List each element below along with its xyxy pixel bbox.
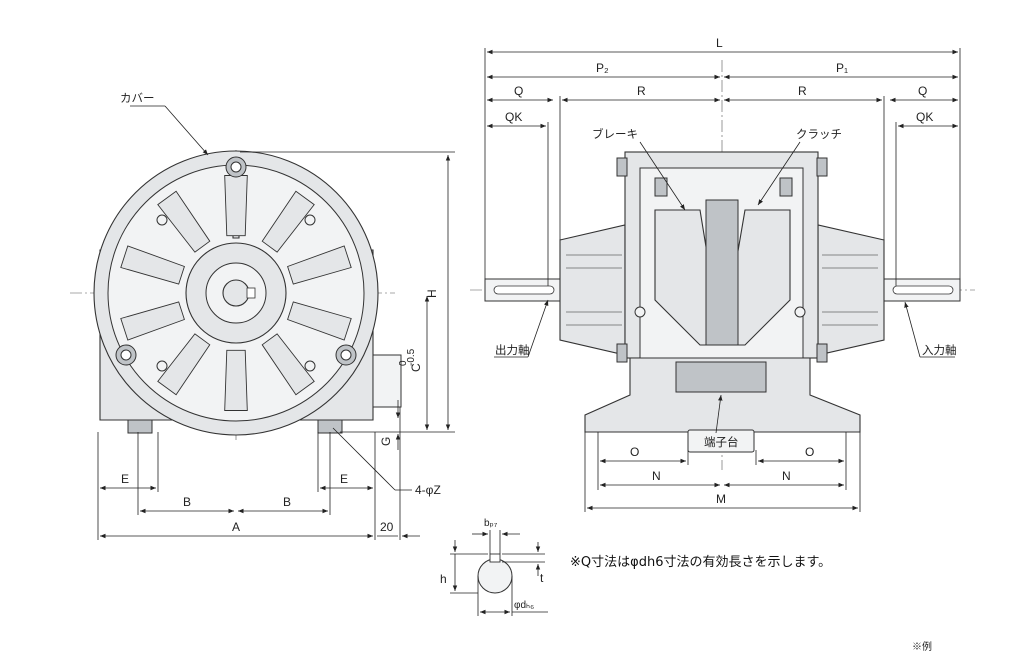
dim-N-right: N: [782, 469, 791, 483]
dim-B-right: B: [283, 495, 291, 509]
dim-M: M: [716, 492, 726, 506]
dim-P2: P₂: [596, 61, 609, 75]
dim-C-tol-upper: 0: [398, 360, 409, 366]
terminal-block-label: 端子台: [704, 435, 739, 449]
cover-label: カバー: [120, 91, 155, 105]
dim-R-right: R: [798, 84, 807, 98]
cover-fin: [287, 245, 352, 285]
dim-A: A: [232, 520, 240, 534]
shaft-key-detail: bₚ₇ h t φdₕ₆: [440, 518, 548, 616]
output-shaft-label: 出力軸: [495, 343, 530, 357]
dim-QK-right: QK: [916, 110, 933, 124]
dim-Q-right: Q: [918, 84, 927, 98]
dim-G: G: [379, 437, 393, 446]
dim-E-right: E: [340, 472, 348, 486]
cover-fin: [120, 301, 185, 341]
dim-20: 20: [380, 520, 394, 534]
cover-fin: [157, 190, 211, 253]
cover-fin: [261, 190, 315, 253]
dim-QK-left: QK: [505, 110, 522, 124]
dim-O-right: O: [805, 445, 814, 459]
cover-fin: [157, 333, 211, 396]
dim-Q-left: Q: [514, 84, 523, 98]
dim-C-tol-lower: -0.5: [406, 348, 417, 366]
dim-N-left: N: [652, 469, 661, 483]
dim-P1: P₁: [836, 61, 848, 75]
corner-mark: ※例: [912, 640, 932, 651]
cover-fin: [224, 175, 248, 237]
dim-B-left: B: [183, 495, 191, 509]
brake-label: ブレーキ: [592, 127, 638, 141]
dim-E-left: E: [121, 472, 129, 486]
cover-fin: [224, 349, 248, 411]
cover-fin: [287, 301, 352, 341]
dim-dh6: φdₕ₆: [514, 600, 534, 611]
dim-C: C: [409, 363, 423, 372]
shaft-note: ※Q寸法はφdh6寸法の有効長さを示します。: [570, 555, 831, 570]
dim-L: L: [716, 36, 723, 50]
dim-H: H: [425, 289, 439, 298]
dim-O-left: O: [630, 445, 639, 459]
input-shaft-label: 入力軸: [922, 343, 957, 357]
dim-h: h: [440, 572, 447, 586]
clutch-label: クラッチ: [796, 127, 842, 141]
dim-R-left: R: [637, 84, 646, 98]
dim-bp7: bₚ₇: [484, 518, 498, 529]
cover-fin: [261, 333, 315, 396]
cover-fin: [120, 245, 185, 285]
side-view: ブレーキ クラッチ 出力軸 入力軸 端子台 L P₂ P₁ Q R R: [470, 36, 975, 512]
dim-t: t: [540, 571, 544, 585]
front-view: カバー H C 0 -0.5 G 4-φZ E E B B: [70, 91, 455, 540]
dim-Z: 4-φZ: [415, 483, 441, 497]
